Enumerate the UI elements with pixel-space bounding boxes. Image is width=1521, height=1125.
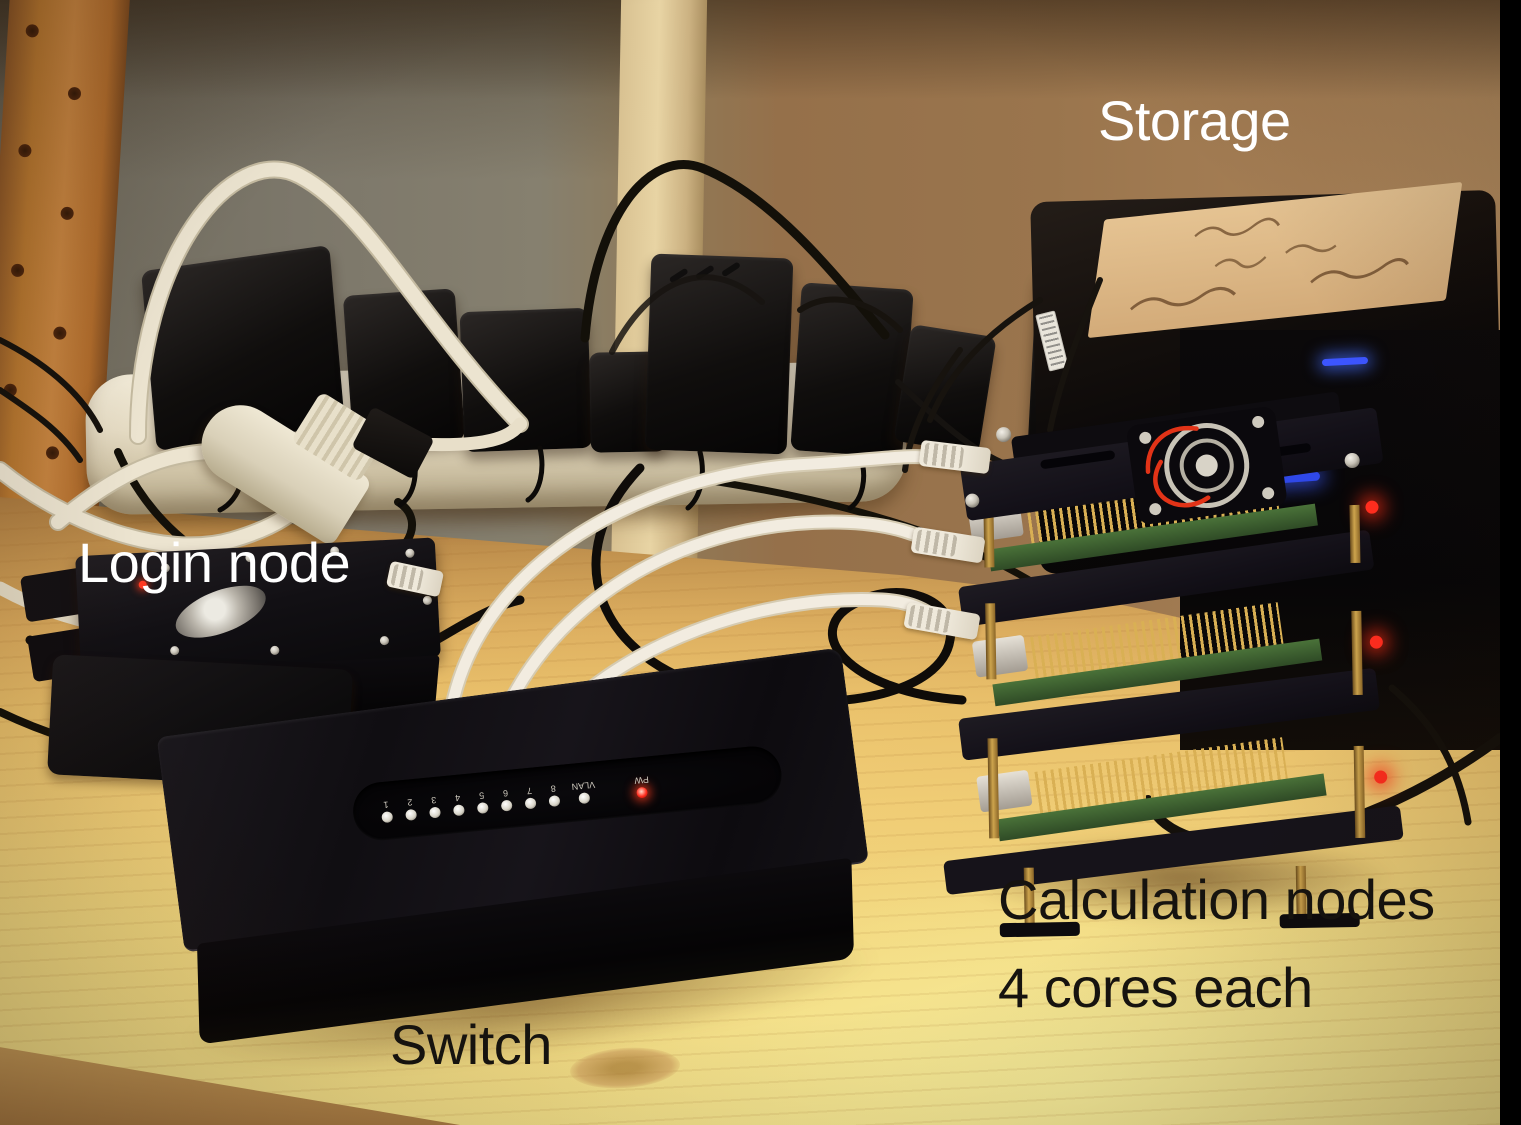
- black-cable: [797, 277, 1103, 473]
- black-cable: [580, 160, 890, 343]
- switch-led-4: 4: [452, 792, 465, 816]
- brass-standoff: [1349, 504, 1361, 564]
- photo-edge-bar: [1500, 0, 1521, 1125]
- fan-grille: [1139, 415, 1275, 516]
- login-node-label: Login node: [78, 531, 351, 594]
- white-power-cable: [131, 162, 527, 443]
- fan-screw: [1262, 487, 1275, 500]
- black-cable: [0, 337, 103, 463]
- port-led: [405, 808, 418, 821]
- switch-led-label: 8: [550, 782, 557, 794]
- fan-screw: [1139, 431, 1152, 444]
- storage-paper-label: [1087, 181, 1463, 339]
- switch-led-label: 1: [383, 798, 389, 810]
- switch-led-1: 1: [380, 798, 394, 823]
- switch-led-label: 3: [430, 794, 437, 805]
- switch-led-2: 2: [404, 796, 418, 821]
- top-plate-slot: [1039, 450, 1116, 470]
- case-screw: [422, 595, 433, 606]
- fan-grille-ring: [1179, 438, 1234, 493]
- switch-led-label: 7: [526, 785, 533, 796]
- thumb-screw: [996, 426, 1012, 443]
- cooling-fan: [1125, 405, 1288, 526]
- brass-standoff: [1351, 610, 1363, 696]
- switch-led-vlan: VLAN: [571, 779, 597, 804]
- black-cable: [1388, 684, 1472, 826]
- port-led: [524, 796, 537, 809]
- pi-power-led: [1374, 770, 1388, 784]
- port-led: [381, 810, 394, 823]
- storage-label: Storage: [1098, 89, 1291, 152]
- case-screw: [270, 645, 280, 656]
- handwriting-scribble-line: [1214, 244, 1337, 269]
- brass-standoff: [987, 738, 1000, 839]
- fan-screw: [1252, 415, 1265, 428]
- black-cable: [591, 463, 967, 706]
- switch-led-label: 5: [478, 789, 485, 801]
- calculation-nodes-line2: 4 cores each: [998, 956, 1313, 1019]
- calculation-nodes-line1: Calculation nodes: [998, 868, 1435, 931]
- fan-grille-ring: [1164, 423, 1250, 509]
- hdmi-port: [976, 769, 1033, 813]
- fan-screw: [1149, 503, 1162, 516]
- case-screw: [379, 635, 390, 646]
- case-screw: [405, 548, 415, 558]
- port-led: [452, 803, 465, 816]
- port-led: [428, 806, 441, 819]
- handwriting-scribble: [1130, 217, 1409, 311]
- ethernet-cable: [500, 516, 952, 716]
- brass-standoff: [1353, 745, 1366, 839]
- switch-led-6: 6: [499, 787, 513, 812]
- black-cable: [609, 274, 765, 355]
- calculation-nodes-label: Calculation nodes 4 cores each: [998, 856, 1435, 1032]
- switch-led-label: PW: [633, 773, 649, 786]
- switch-led-label: 4: [454, 792, 461, 803]
- switch-led-label: VLAN: [571, 779, 596, 792]
- pi-stack: [943, 391, 1409, 938]
- hdmi-port: [971, 634, 1029, 678]
- switch-led-label: 6: [502, 787, 509, 798]
- pi-power-led: [1365, 500, 1379, 514]
- switch-led-panel: 1 2 3 4 5 6 7 8 VLAN PW: [350, 743, 785, 843]
- switch-led-pw: PW: [633, 773, 650, 799]
- case-screw: [169, 645, 180, 656]
- power-led-lit: [636, 786, 649, 799]
- port-led: [500, 799, 513, 812]
- handwriting-scribble-line: [1130, 258, 1409, 311]
- port-led: [578, 791, 591, 804]
- port-led: [548, 794, 561, 807]
- port-led: [476, 801, 489, 814]
- pi-power-led: [1369, 635, 1383, 649]
- switch-led-5: 5: [476, 789, 489, 814]
- switch-led-8: 8: [547, 782, 561, 807]
- fan-red-wire: [1145, 425, 1211, 508]
- handwriting-scribble-line: [1194, 217, 1280, 238]
- switch-led-7: 7: [523, 785, 537, 809]
- switch-led-label: 2: [406, 796, 413, 808]
- brass-standoff: [985, 603, 997, 680]
- switch-led-3: 3: [428, 794, 441, 819]
- ethernet-cable: [446, 451, 952, 712]
- switch-label: Switch: [390, 1013, 552, 1076]
- fan-hub-cap: [1195, 454, 1218, 477]
